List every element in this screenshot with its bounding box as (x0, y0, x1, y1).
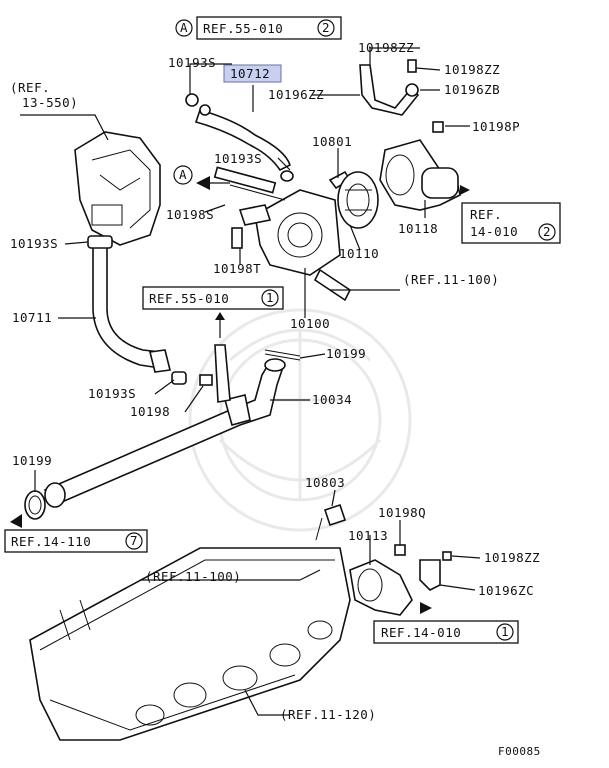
ref-13-550-line1: (REF. (10, 80, 50, 95)
ref-55-010-2-callout: A REF.55-010 2 (175, 16, 342, 40)
label-10110: 10110 (339, 246, 379, 261)
figure-id: F00085 (498, 745, 541, 758)
water-outlet-10100 (213, 166, 352, 302)
label-10199-mid: 10199 (326, 346, 366, 361)
ref-13-550-callout: (REF. 13-550) (10, 80, 78, 110)
label-10193S-mid: 10193S (214, 151, 262, 166)
ref-14-010-2-line2: 14-010 (470, 224, 518, 239)
label-10113: 10113 (348, 528, 388, 543)
label-10199-left: 10199 (12, 453, 52, 468)
flow-arrows (10, 176, 470, 614)
label-10198ZZ-a: 10198ZZ (358, 40, 414, 55)
label-10801: 10801 (312, 134, 352, 149)
label-10711: 10711 (12, 310, 52, 325)
ref-14-010-2-line1: REF. (470, 207, 502, 222)
ref-11-100-bottom-callout: (REF.11-100) (145, 569, 241, 584)
ref-55-010-1-num: 1 (266, 290, 274, 305)
ref-14-110-num: 7 (130, 533, 138, 548)
label-10196ZC: 10196ZC (478, 583, 534, 598)
label-10198S: 10198S (166, 207, 214, 222)
ref-55-010-top-num: 2 (322, 20, 330, 35)
ref-14-010-1-callout: REF.14-010 1 (373, 620, 519, 644)
label-10198T: 10198T (213, 261, 261, 276)
throttle-body-drawing (74, 131, 161, 246)
ref-14-010-2-num: 2 (543, 224, 551, 239)
cylinder-head-drawing (29, 547, 351, 741)
label-10198P: 10198P (472, 119, 520, 134)
ref-14-010-1-num: 1 (501, 624, 509, 639)
ref-11-100-top-text: (REF.11-100) (403, 272, 499, 287)
label-10193S-left: 10193S (10, 236, 58, 251)
label-10196ZZ: 10196ZZ (268, 87, 324, 102)
label-10712: 10712 (230, 66, 270, 81)
ref-14-010-1-text: REF.14-010 (381, 625, 461, 640)
ref-11-100-bottom-text: (REF.11-100) (145, 569, 241, 584)
label-10198ZZ-c: 10198ZZ (484, 550, 540, 565)
ref-14-010-2-callout: REF. 14-010 2 (461, 202, 561, 244)
circle-a-mid: A (179, 167, 187, 182)
label-10803: 10803 (305, 475, 345, 490)
label-10118: 10118 (398, 221, 438, 236)
ref-14-110-callout: REF.14-110 7 (4, 529, 148, 553)
sensor-10803 (315, 503, 347, 541)
bracket-10196ZZ (359, 59, 444, 133)
highlight-10712 (223, 64, 282, 83)
thermostat-10110 (337, 171, 379, 229)
circle-a-mid-callout: A (173, 165, 193, 185)
leader-lines (20, 47, 481, 716)
label-10193S-low: 10193S (88, 386, 136, 401)
label-10198: 10198 (130, 404, 170, 419)
ref-11-120-callout: (REF.11-120) (280, 707, 376, 722)
label-10196ZB: 10196ZB (444, 82, 500, 97)
part-labels: 10193S 10712 10198ZZ 10198ZZ 10196ZZ 101… (10, 40, 540, 598)
watermark-emblem (188, 308, 412, 532)
ref-55-010-top-text: REF.55-010 (203, 21, 283, 36)
water-outlet-10113 (349, 544, 452, 616)
water-pipe-10034 (43, 344, 286, 508)
thermostat-housing-10118 (379, 139, 461, 211)
label-10034: 10034 (312, 392, 352, 407)
ref-11-100-top-callout: (REF.11-100) (403, 272, 499, 287)
hose-10712 (185, 93, 294, 182)
o-ring-10199-left (24, 490, 46, 520)
hose-10711 (87, 235, 171, 373)
label-10198ZZ-b: 10198ZZ (444, 62, 500, 77)
ref-13-550-line2: 13-550) (22, 95, 78, 110)
label-10100: 10100 (290, 316, 330, 331)
o-ring-10199-mid (264, 349, 301, 361)
ref-55-010-1-callout: REF.55-010 1 (142, 286, 284, 310)
label-10198Q: 10198Q (378, 505, 426, 520)
ref-14-110-text: REF.14-110 (11, 534, 91, 549)
label-10193S-top: 10193S (168, 55, 216, 70)
circle-a-top: A (180, 20, 188, 35)
ref-55-010-1-text: REF.55-010 (149, 291, 229, 306)
ref-11-120-text: (REF.11-120) (280, 707, 376, 722)
